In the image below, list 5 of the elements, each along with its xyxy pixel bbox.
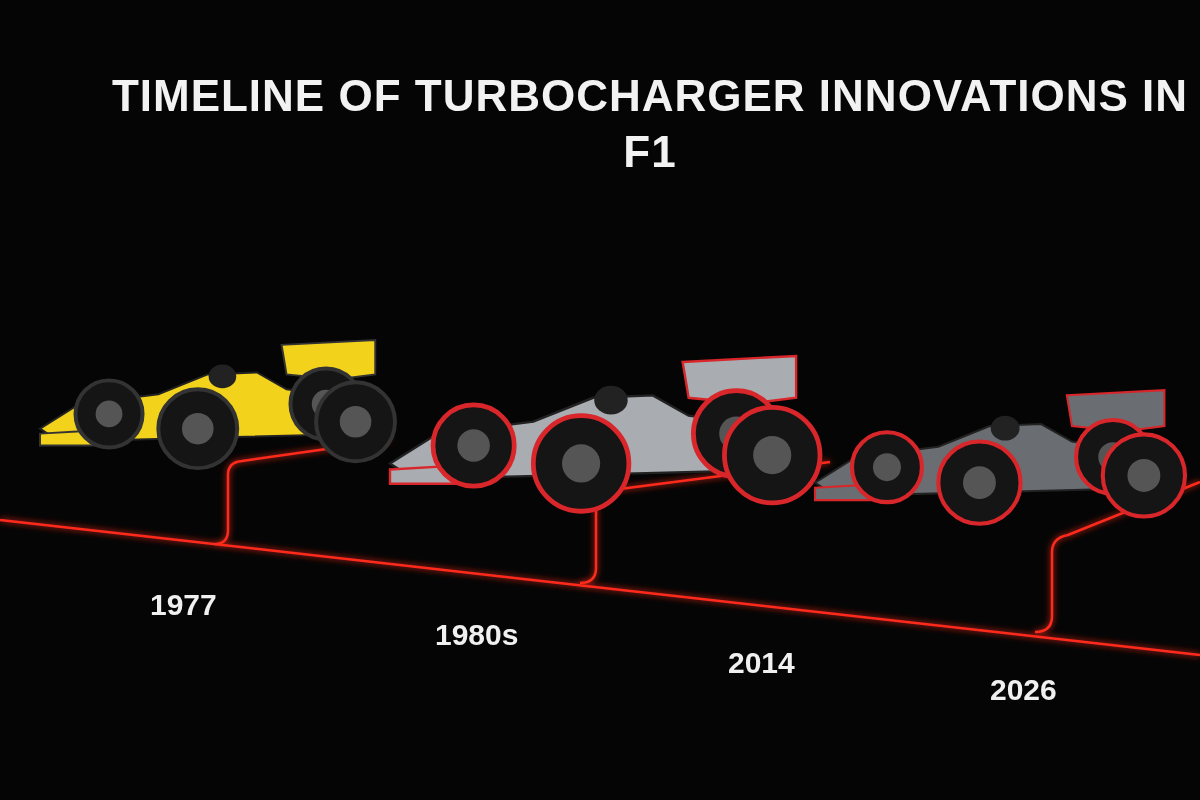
year-label: 1977 bbox=[150, 588, 217, 622]
year-label: 1980s bbox=[435, 618, 519, 652]
year-label: 2014 bbox=[728, 646, 795, 680]
year-label: 2026 bbox=[990, 673, 1057, 707]
title: TIMELINE OF TURBOCHARGER INNOVATIONS IN F1 bbox=[110, 70, 1190, 178]
